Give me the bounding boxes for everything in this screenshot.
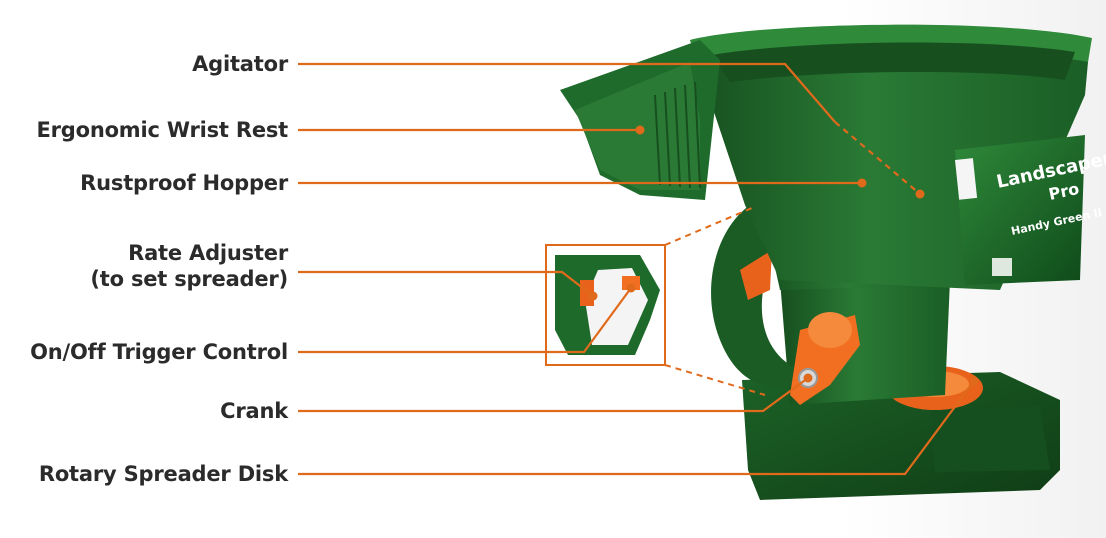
label-agitator: Agitator: [192, 51, 288, 77]
label-disk: Rotary Spreader Disk: [39, 461, 288, 487]
label-rate-adjuster: Rate Adjuster (to set spreader): [90, 240, 288, 292]
label-rate-adjuster-line1: Rate Adjuster: [90, 240, 288, 266]
label-rate-adjuster-line2: (to set spreader): [90, 266, 288, 292]
label-hopper: Rustproof Hopper: [80, 170, 288, 196]
label-crank: Crank: [220, 398, 288, 424]
label-wrist-rest: Ergonomic Wrist Rest: [36, 117, 288, 143]
label-trigger: On/Off Trigger Control: [30, 339, 288, 365]
